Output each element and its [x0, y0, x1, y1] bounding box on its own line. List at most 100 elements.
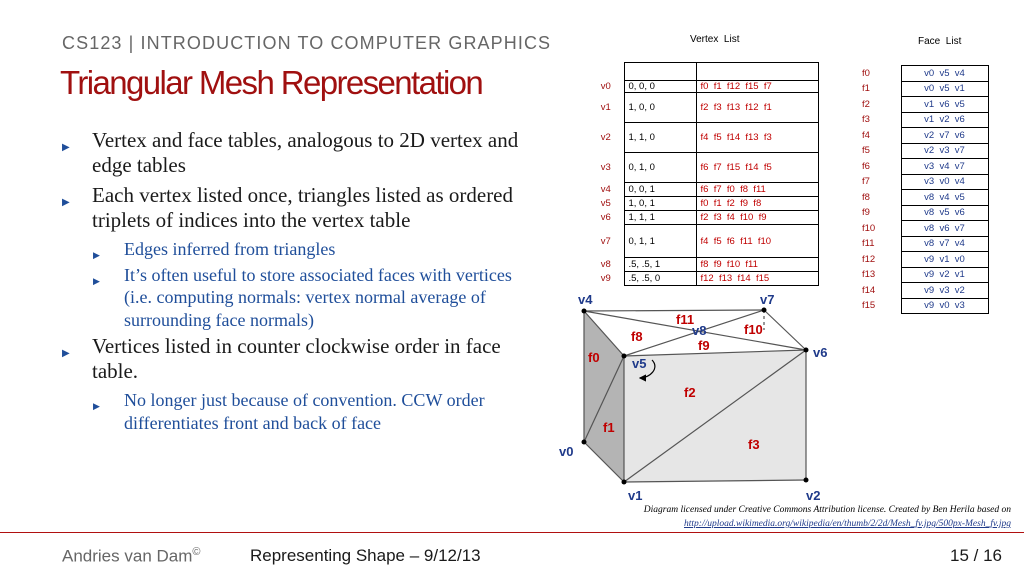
mesh-edges	[583, 309, 807, 483]
vertex-faces: f4 f5 f14 f13 f3	[695, 122, 819, 153]
bullet-text: Vertex and face tables, analogous to 2D …	[92, 128, 519, 177]
triangle-bullet-icon: ▶	[93, 275, 100, 286]
vertex-id: v2	[600, 132, 611, 143]
footer-divider	[0, 532, 1024, 533]
face-label-f3: f3	[748, 437, 760, 452]
normal-arrow-icon	[638, 359, 656, 382]
face-id: f11	[862, 238, 875, 250]
sub-bullet-item: ▶ No longer just because of convention. C…	[60, 389, 530, 434]
face-label-f8: f8	[631, 329, 643, 344]
face-id: f6	[862, 160, 870, 172]
vertex-id: v8	[600, 259, 611, 270]
slide-title: Triangular Mesh Representation	[60, 64, 484, 101]
left-side-face	[584, 311, 624, 482]
bullet-item: ▶ Vertices listed in counter clockwise or…	[60, 334, 530, 384]
face-id: f3	[862, 114, 870, 126]
vertex-label-v7: v7	[760, 292, 774, 307]
bullet-text: No longer just because of convention. CC…	[124, 390, 485, 433]
vertex-label-v6: v6	[813, 345, 827, 360]
face-label-f10: f10	[744, 322, 763, 337]
table-row	[588, 62, 819, 81]
face-verts: v0 v5 v1	[900, 80, 989, 97]
vertex-faces: f2 f3 f13 f12 f1	[695, 92, 819, 123]
vertex-id: v5	[600, 198, 611, 209]
triangle-bullet-icon: ▶	[62, 348, 70, 359]
face-id: f4	[862, 129, 870, 141]
triangle-bullet-icon: ▶	[93, 401, 100, 411]
face-label-f2: f2	[684, 385, 696, 400]
face-id: f14	[862, 284, 876, 296]
table-row: f1 v0 v5 v1	[858, 80, 989, 97]
face-id: f13	[862, 269, 876, 281]
vertex-id: v6	[600, 212, 611, 223]
face-id: f7	[862, 176, 870, 188]
face-id: f10	[862, 222, 876, 234]
face-label-f9: f9	[698, 338, 710, 353]
face-verts: v9 v0 v3	[900, 297, 989, 314]
vertex-id: v4	[600, 184, 611, 195]
sub-bullet-item: ▶ It’s often useful to store associated f…	[60, 264, 530, 332]
face-label-f0: f0	[588, 350, 600, 365]
bullet-text: It’s often useful to store associated fa…	[124, 264, 512, 330]
triangle-bullet-icon: ▶	[62, 197, 70, 208]
vertex-label-v2: v2	[806, 488, 820, 503]
vertex-id: v0	[600, 81, 611, 92]
triangle-bullet-icon: ▶	[62, 142, 70, 153]
vertex-coords: 0, 0, 0	[623, 80, 697, 93]
table-row: f5 v2 v3 v7	[858, 142, 989, 159]
face-id: f1	[862, 83, 870, 95]
vertex-id: v3	[600, 162, 611, 173]
vertex-coords: 1, 0, 0	[623, 92, 697, 123]
credit-link[interactable]: http://upload.wikimedia.org/wikipedia/en…	[684, 519, 1011, 529]
vertex-label-v5: v5	[632, 356, 646, 371]
face-id: f0	[862, 67, 870, 79]
face-verts: v1 v6 v5	[900, 96, 989, 113]
vertex-id: v1	[600, 102, 611, 113]
vertex-faces: f6 f7 f15 f14 f5	[695, 152, 819, 183]
vertex-list-title: Vertex List	[690, 34, 740, 45]
vertex-faces: f0 f1 f2 f9 f8	[695, 196, 819, 211]
bullet-text: Vertices listed in counter clockwise ord…	[92, 334, 501, 383]
credit-text: Diagram licensed under Creative Commons …	[643, 505, 1011, 515]
face-id: f15	[862, 300, 876, 312]
page-number: 15 / 16	[950, 546, 1002, 565]
table-row: f15 v9 v0 v3	[858, 297, 989, 314]
face-id: f8	[862, 191, 870, 203]
footer-author: Andries van Dam©	[62, 546, 201, 567]
face-list-title: Face List	[918, 36, 962, 47]
copyright-mark: ©	[192, 546, 201, 558]
bullet-text: Edges inferred from triangles	[124, 239, 336, 259]
vertex-faces: f12 f13 f14 f15	[695, 271, 819, 286]
vertex-faces: f4 f5 f6 f11 f10	[695, 224, 819, 258]
bullet-item: ▶Each vertex listed once, triangles list…	[60, 183, 530, 233]
vertex-coords: .5, .5, 1	[623, 257, 697, 272]
vertex-label-v4: v4	[578, 292, 593, 307]
vertex-label-v0: v0	[559, 444, 573, 459]
face-id: f9	[862, 207, 870, 219]
face-verts: v2 v3 v7	[900, 142, 989, 159]
triangle-bullet-icon: ▶	[93, 250, 100, 260]
course-header: CS123 | INTRODUCTION TO COMPUTER GRAPHIC…	[62, 33, 552, 53]
table-row: f2 v1 v6 v5	[858, 96, 989, 113]
vertex-dots	[581, 307, 809, 485]
vertex-label-v1: v1	[628, 488, 642, 503]
face-id: f12	[862, 253, 876, 265]
face-id: f2	[862, 98, 870, 110]
vertex-coords: .5, .5, 0	[623, 271, 697, 286]
author-name: Andries van Dam	[62, 546, 193, 566]
sub-bullet-item: ▶ Edges inferred from triangles	[60, 238, 530, 261]
image-credit: Diagram licensed under Creative Commons …	[644, 503, 1011, 531]
face-id: f5	[862, 145, 870, 157]
face-label-f1: f1	[603, 420, 615, 435]
vertex-id: v7	[600, 235, 611, 247]
